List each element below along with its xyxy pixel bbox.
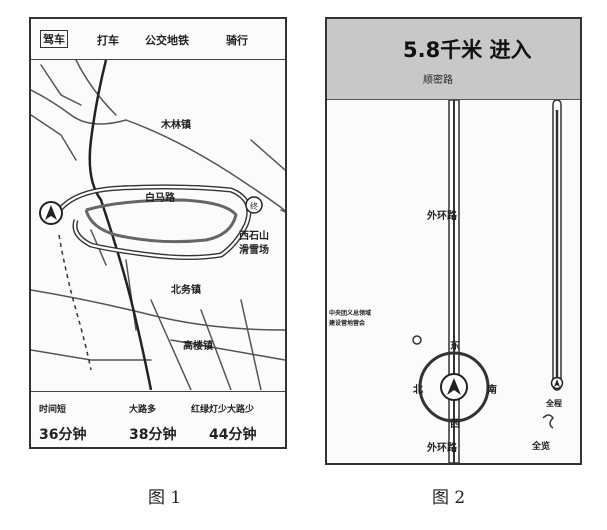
compass-east: 南 bbox=[487, 385, 497, 396]
end-marker-label: 终 bbox=[250, 201, 258, 211]
start-marker[interactable] bbox=[39, 201, 63, 225]
tab-drive[interactable]: 驾车 bbox=[40, 30, 68, 48]
progress-label: 全程 bbox=[546, 399, 562, 408]
distance-instruction: 5.8千米 进入 bbox=[403, 38, 532, 62]
road-label-bottom: 外环路 bbox=[427, 443, 457, 454]
route-time-2: 38分钟 bbox=[129, 427, 177, 443]
tab-taxi[interactable]: 打车 bbox=[97, 34, 119, 47]
label-town-2: 北务镇 bbox=[171, 285, 201, 296]
route-name-2[interactable]: 大路多 bbox=[129, 405, 157, 415]
navigation-screen: 5.8千米 进入 顺密路 外环路 中央团义总领域 建设营地营会 东 北 南 西 … bbox=[325, 17, 582, 465]
route-options: 时间短 大路多 红绿灯少大路少 36分钟 38分钟 44分钟 bbox=[31, 391, 285, 448]
poi-marker bbox=[412, 335, 422, 345]
route-name-3[interactable]: 红绿灯少大路少 bbox=[191, 405, 255, 415]
figure1-caption: 图 1 bbox=[148, 488, 182, 508]
tab-bike[interactable]: 骑行 bbox=[226, 34, 248, 47]
guidance-banner: 5.8千米 进入 顺密路 bbox=[327, 19, 580, 100]
dashed-route bbox=[58, 234, 92, 371]
route-name-1[interactable]: 时间短 bbox=[39, 405, 67, 415]
river-line bbox=[31, 89, 285, 213]
next-road-name: 顺密路 bbox=[423, 75, 453, 86]
overview-label[interactable]: 全览 bbox=[532, 442, 551, 452]
route-time-3: 44分钟 bbox=[209, 427, 257, 443]
poi-label-line2: 建设营地营会 bbox=[329, 320, 366, 327]
end-marker[interactable]: 终 bbox=[245, 196, 263, 214]
label-town-3: 高楼镇 bbox=[183, 341, 213, 352]
transport-mode-tabs: 驾车 打车 公交地铁 骑行 bbox=[31, 19, 285, 60]
river bbox=[88, 60, 153, 390]
label-town-1: 木林镇 bbox=[161, 120, 191, 131]
road-label-top: 外环路 bbox=[427, 211, 457, 222]
route-time-1: 36分钟 bbox=[39, 427, 87, 443]
label-place-2: 滑雪场 bbox=[239, 245, 269, 256]
progress-car-icon bbox=[550, 376, 564, 390]
tab-transit[interactable]: 公交地铁 bbox=[145, 34, 189, 47]
route-planning-screen: 驾车 打车 公交地铁 骑行 bbox=[29, 17, 287, 449]
compass-south: 西 bbox=[450, 419, 460, 430]
label-place: 西石山 bbox=[239, 231, 269, 242]
poi-label-line1: 中央团义总领域 bbox=[329, 310, 372, 317]
route-overview-icon bbox=[542, 414, 554, 429]
figure2-caption: 图 2 bbox=[432, 488, 466, 508]
car-position-compass[interactable] bbox=[418, 351, 490, 423]
compass-west: 北 bbox=[413, 385, 423, 396]
label-road: 白马路 bbox=[145, 193, 175, 204]
navigation-map[interactable] bbox=[327, 100, 580, 463]
route-map[interactable]: 终 bbox=[31, 60, 285, 390]
compass-north: 东 bbox=[450, 341, 460, 352]
